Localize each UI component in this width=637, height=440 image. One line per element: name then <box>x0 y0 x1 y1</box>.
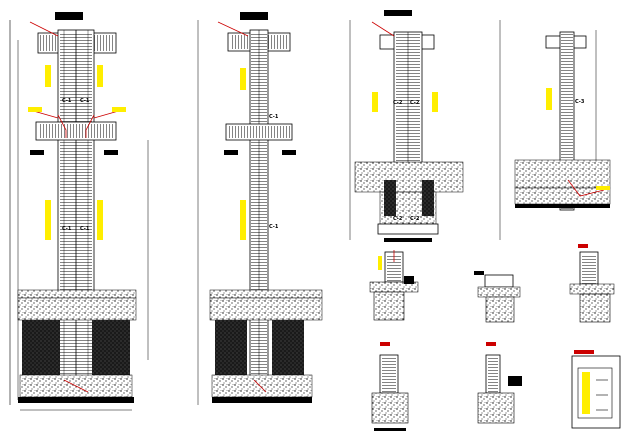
footing-detail-1 <box>369 250 419 321</box>
label-c3: C-3 <box>575 99 585 105</box>
label-c1b-lower: C-1 <box>269 224 279 230</box>
footing-detail-5 <box>477 342 522 424</box>
label-c2-left: C-2 <box>393 100 403 106</box>
label-c1-lower-right: C-1 <box>80 226 90 232</box>
label-c1b-upper: C-1 <box>269 114 279 120</box>
column-elevation-2: C-1 C-1 <box>197 12 323 405</box>
footing-detail-4 <box>371 342 409 431</box>
label-c2-lower-left: C-2 <box>393 216 403 222</box>
label-c1-lower-left: C-1 <box>62 226 72 232</box>
section-detail-box <box>571 350 621 429</box>
label-c2-right: C-2 <box>410 100 420 106</box>
column-elevation-4: C-3 <box>514 30 611 211</box>
footing-detail-3 <box>569 244 615 323</box>
label-c1-upper-right: C-1 <box>80 98 90 104</box>
column-elevation-3: C-2 C-2 C-2 C-2 <box>349 10 501 242</box>
label-c2-lower-right: C-2 <box>410 216 420 222</box>
label-c1-upper-left: C-1 <box>62 98 72 104</box>
footing-detail-2 <box>474 271 521 323</box>
column-elevation-1: C-1 C-1 C-1 C-1 <box>9 12 149 411</box>
